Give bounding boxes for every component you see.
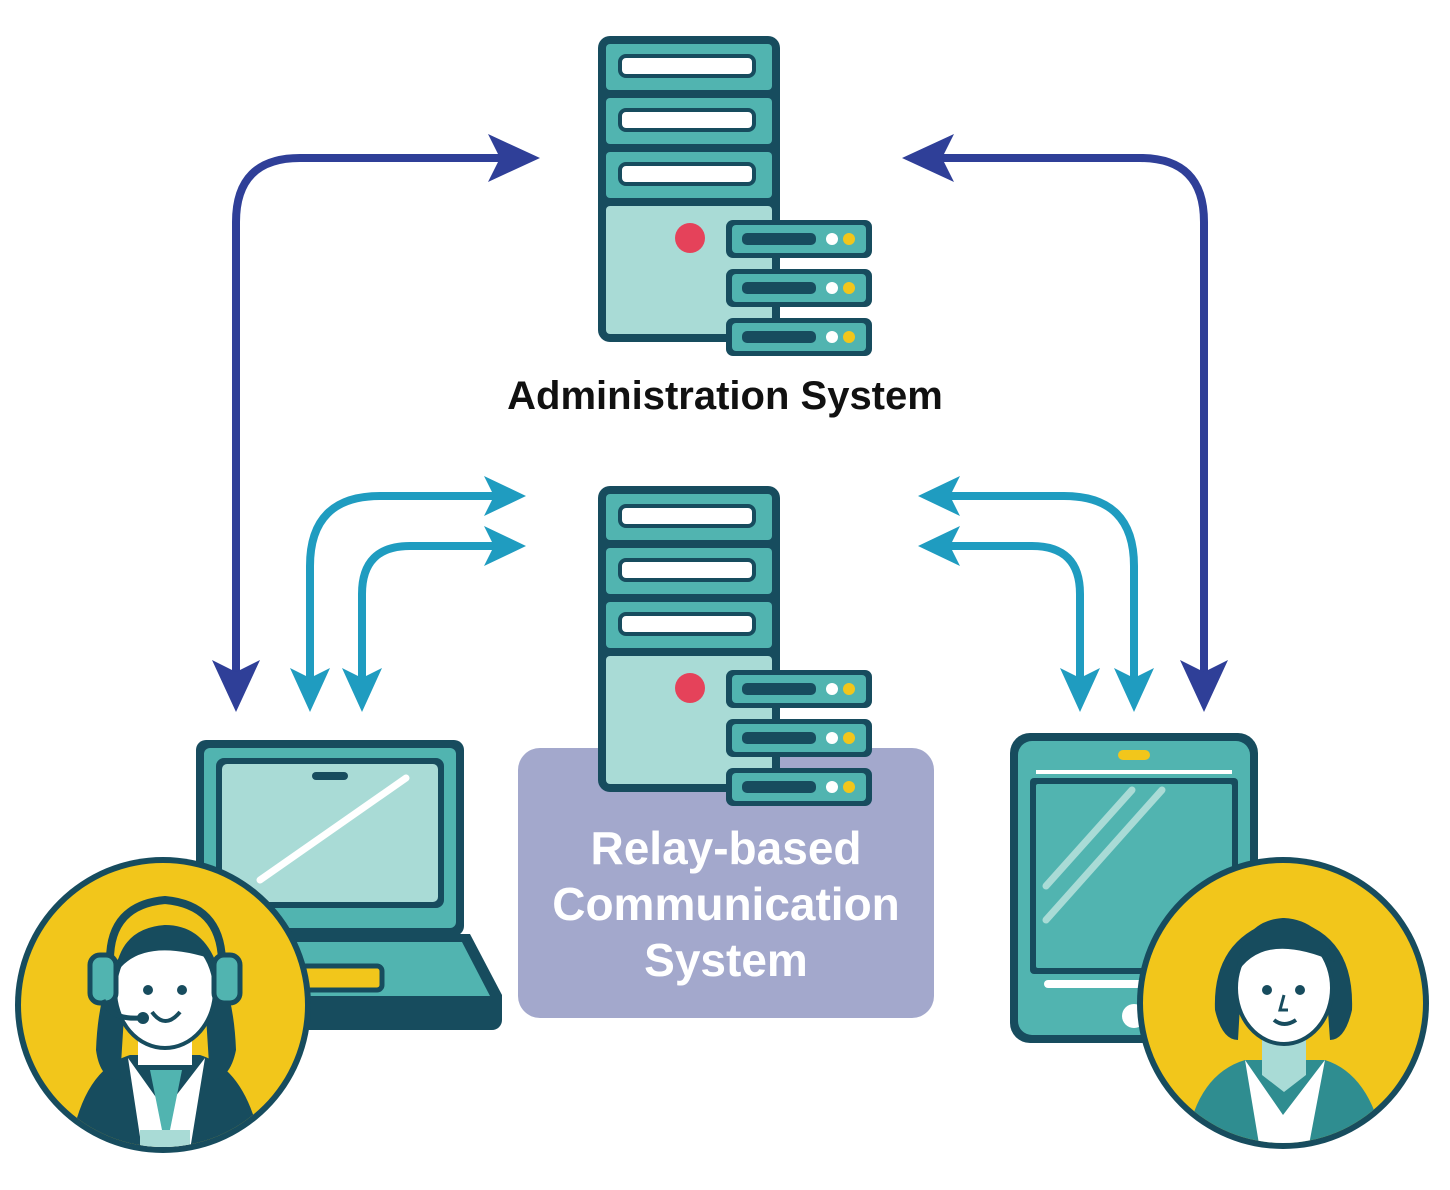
admin-laptop-arrow xyxy=(212,134,540,712)
administration-server-icon xyxy=(596,34,874,358)
person-icon xyxy=(1137,857,1429,1149)
relay-label-line-1: Relay-based xyxy=(590,822,862,874)
relay-server-icon xyxy=(596,484,874,808)
administration-system-label: Administration System xyxy=(507,374,943,418)
admin-tablet-arrow xyxy=(902,134,1228,712)
relay-tablet-arrows xyxy=(918,476,1154,712)
relay-laptop-arrows xyxy=(290,476,526,712)
relay-label-line-2: Communication xyxy=(552,878,900,930)
relay-system-label: Relay-based Communication System xyxy=(518,820,934,988)
headset-person-icon xyxy=(15,857,311,1153)
relay-label-line-3: System xyxy=(644,934,808,986)
